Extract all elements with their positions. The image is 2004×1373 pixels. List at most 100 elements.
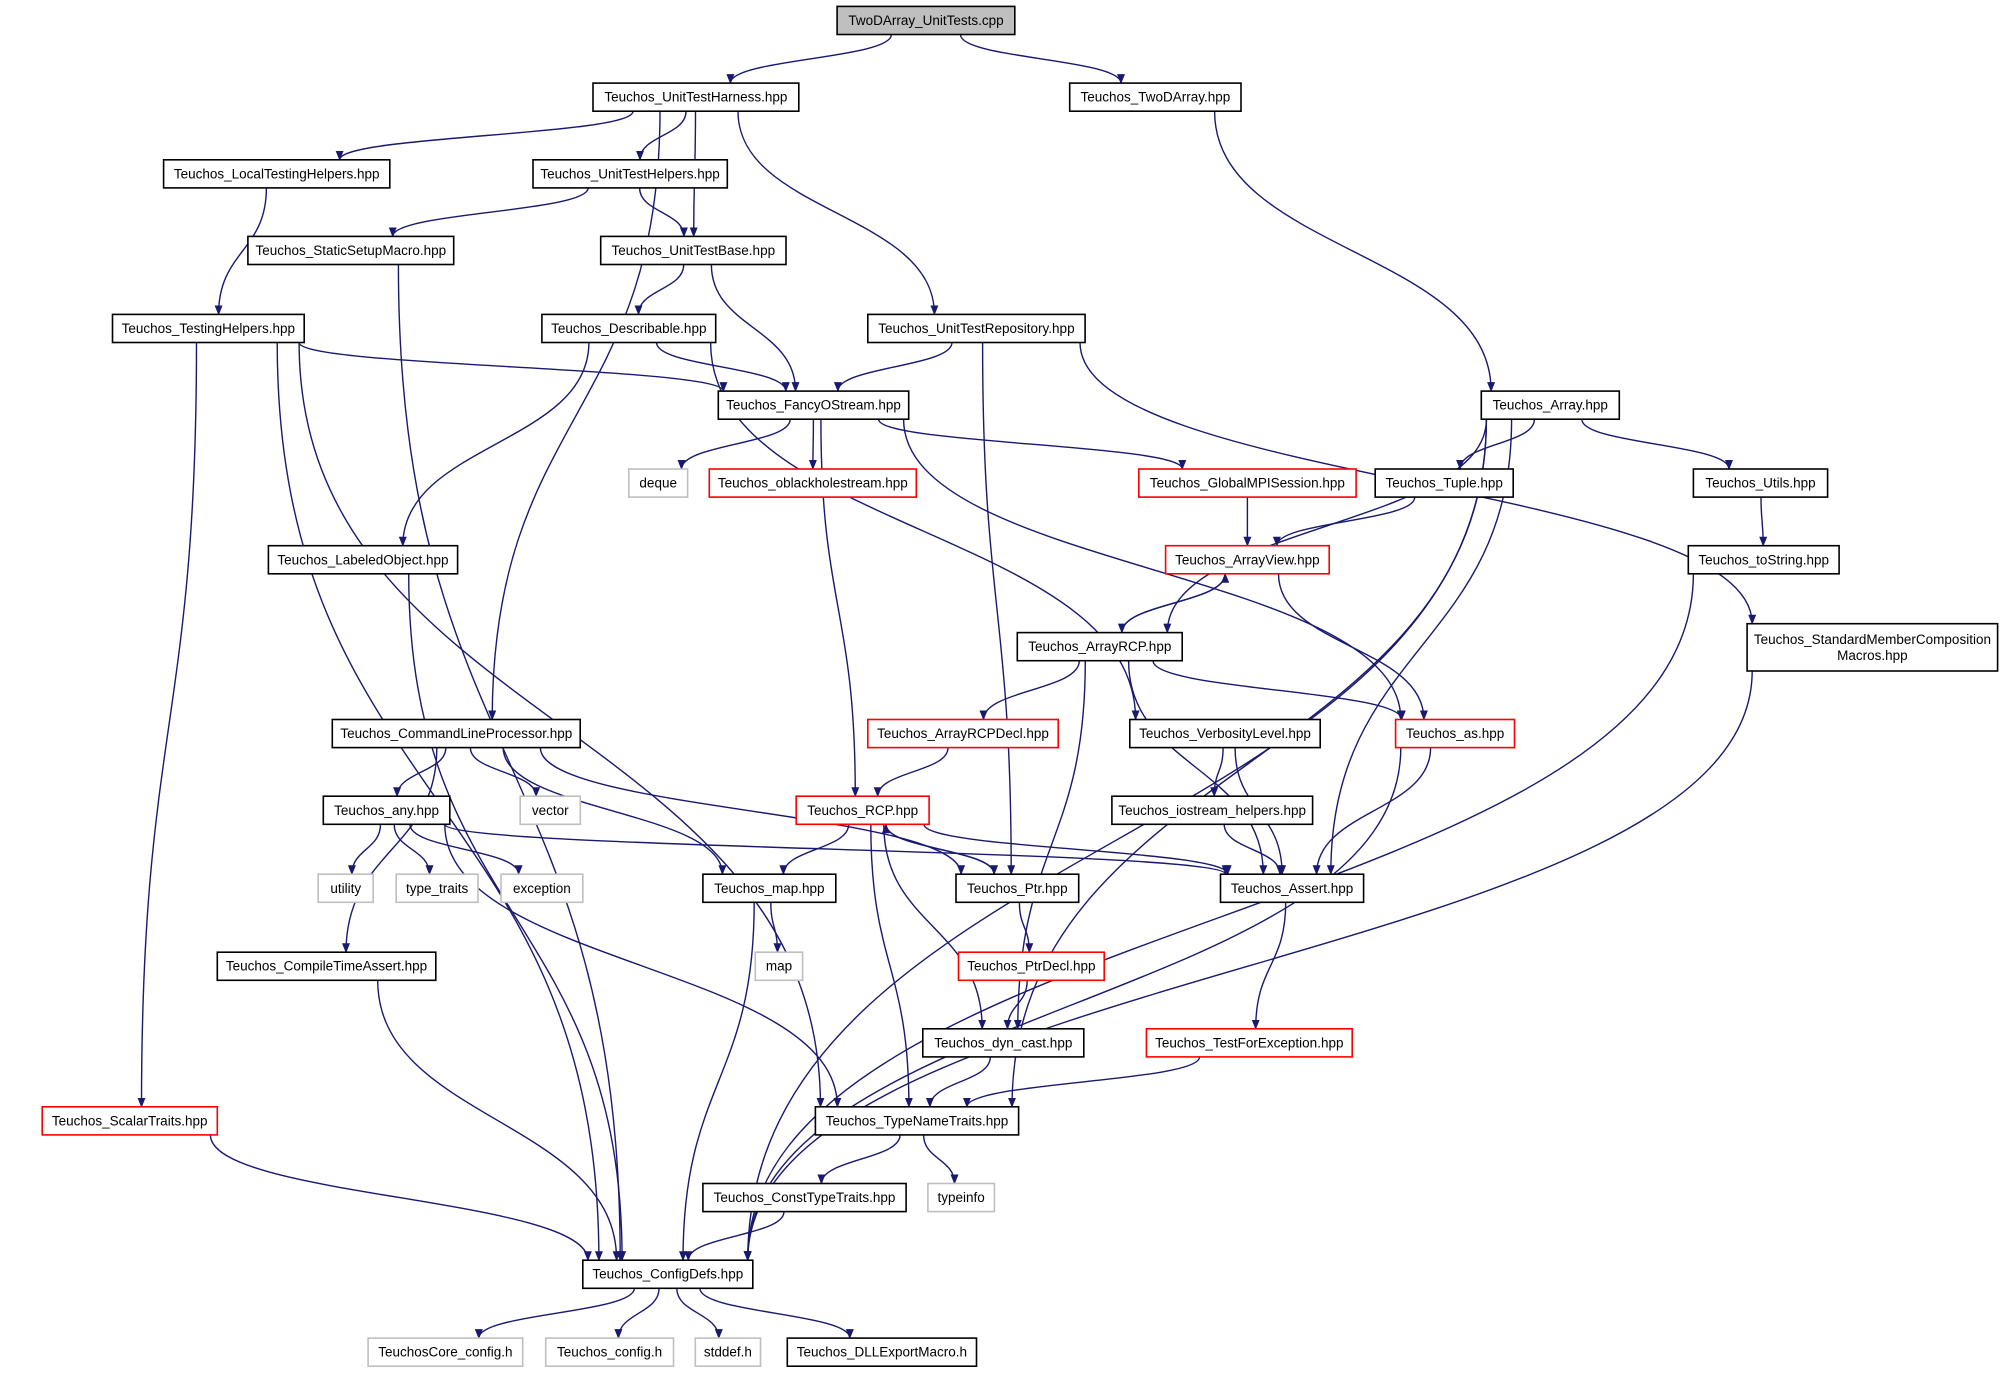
- node-verbosity[interactable]: Teuchos_VerbosityLevel.hpp: [1129, 718, 1322, 749]
- node-box: [866, 313, 1086, 344]
- node-box: [1164, 544, 1330, 575]
- node-twodarray[interactable]: Teuchos_TwoDArray.hpp: [1068, 82, 1242, 112]
- node-localtesting[interactable]: Teuchos_LocalTestingHelpers.hpp: [162, 159, 391, 189]
- node-box: [627, 468, 689, 498]
- node-as[interactable]: Teuchos_as.hpp: [1394, 718, 1516, 749]
- edge-consttype-to-configdefs: [684, 1211, 785, 1262]
- edge-ptr-to-rcp: [881, 823, 995, 875]
- node-describable[interactable]: Teuchos_Describable.hpp: [541, 313, 717, 344]
- node-arrayrcpdecl[interactable]: Teuchos_ArrayRCPDecl.hpp: [866, 718, 1059, 749]
- node-label: Teuchos_TwoDArray.hpp: [1080, 90, 1230, 105]
- node-ptr[interactable]: Teuchos_Ptr.hpp: [955, 873, 1080, 904]
- node-label: Teuchos_LabeledObject.hpp: [277, 552, 448, 567]
- edge-repository-to-ptr: [981, 342, 1016, 876]
- edge-repository-to-fancyostream: [833, 342, 953, 393]
- node-label: Teuchos_dyn_cast.hpp: [934, 1035, 1072, 1050]
- node-root[interactable]: TwoDArray_UnitTests.cpp: [836, 5, 1016, 36]
- node-stddef[interactable]: stddef.h: [694, 1337, 762, 1367]
- node-fancyostream[interactable]: Teuchos_FancyOStream.hpp: [717, 390, 910, 421]
- node-box: [1692, 468, 1829, 498]
- node-config[interactable]: Teuchos_config.h: [544, 1337, 675, 1367]
- node-box: [754, 951, 804, 982]
- edge-harness-to-repository: [737, 111, 939, 316]
- node-configdefs[interactable]: Teuchos_ConfigDefs.hpp: [581, 1259, 754, 1290]
- node-box: [599, 235, 787, 266]
- edge-scalartraits-to-configdefs: [209, 1134, 592, 1262]
- node-testinghelpers[interactable]: Teuchos_TestingHelpers.hpp: [111, 313, 305, 344]
- node-assert[interactable]: Teuchos_Assert.hpp: [1219, 873, 1365, 904]
- node-label: Teuchos_VerbosityLevel.hpp: [1139, 726, 1311, 741]
- node-ptrdecl[interactable]: Teuchos_PtrDecl.hpp: [957, 951, 1105, 982]
- node-stdmember[interactable]: Teuchos_StandardMemberCompositionMacros.…: [1746, 622, 1999, 672]
- node-box: [1068, 82, 1242, 112]
- node-label: Teuchos_ArrayRCPDecl.hpp: [877, 726, 1049, 741]
- node-box: [500, 873, 584, 904]
- node-utility[interactable]: utility: [317, 873, 375, 904]
- node-arrayview[interactable]: Teuchos_ArrayView.hpp: [1164, 544, 1330, 575]
- node-iostreamhelpers[interactable]: Teuchos_iostream_helpers.hpp: [1111, 795, 1314, 826]
- node-labeledobject[interactable]: Teuchos_LabeledObject.hpp: [267, 544, 459, 575]
- node-oblackhole[interactable]: Teuchos_oblackholestream.hpp: [708, 468, 918, 498]
- edge-compiletime-to-configdefs: [377, 980, 621, 1262]
- node-map_hpp[interactable]: Teuchos_map.hpp: [702, 873, 837, 904]
- edge-array-to-configdefs: [743, 419, 1488, 1262]
- node-dllexport[interactable]: Teuchos_DLLExportMacro.h: [786, 1337, 978, 1367]
- node-label: Teuchos_TestingHelpers.hpp: [122, 321, 295, 336]
- node-typeinfo[interactable]: typeinfo: [927, 1182, 996, 1213]
- node-cmdline[interactable]: Teuchos_CommandLineProcessor.hpp: [331, 718, 581, 749]
- node-tostring[interactable]: Teuchos_toString.hpp: [1687, 544, 1840, 575]
- node-scalartraits[interactable]: Teuchos_ScalarTraits.hpp: [41, 1106, 219, 1136]
- edge-arrayrcp-to-as: [1152, 660, 1406, 721]
- node-label: Teuchos_PtrDecl.hpp: [967, 959, 1095, 974]
- node-deque[interactable]: deque: [627, 468, 689, 498]
- node-map[interactable]: map: [754, 951, 804, 982]
- node-unittesthelpers[interactable]: Teuchos_UnitTestHelpers.hpp: [532, 159, 729, 189]
- node-box: [541, 313, 717, 344]
- node-vector[interactable]: vector: [519, 795, 582, 826]
- node-box: [1746, 622, 1999, 672]
- edge-staticsetup-to-configdefs: [397, 264, 625, 1262]
- node-unittestbase[interactable]: Teuchos_UnitTestBase.hpp: [599, 235, 787, 266]
- node-box: [717, 390, 910, 421]
- node-label: Teuchos_oblackholestream.hpp: [718, 476, 908, 491]
- node-box: [1480, 390, 1621, 421]
- node-repository[interactable]: Teuchos_UnitTestRepository.hpp: [866, 313, 1086, 344]
- edge-fancyostream-to-globalmpi: [877, 418, 1187, 470]
- node-arrayrcp[interactable]: Teuchos_ArrayRCP.hpp: [1016, 631, 1183, 662]
- edge-arrayrcp-to-assert: [1127, 660, 1268, 876]
- node-utils[interactable]: Teuchos_Utils.hpp: [1692, 468, 1829, 498]
- edge-verbosity-to-iostreamhelpers: [1210, 747, 1224, 798]
- node-box: [702, 873, 837, 904]
- node-label: Teuchos_FancyOStream.hpp: [726, 398, 901, 413]
- node-testforexc[interactable]: Teuchos_TestForException.hpp: [1145, 1028, 1354, 1058]
- edge-tostring-to-configdefs: [743, 573, 1695, 1262]
- node-compiletime[interactable]: Teuchos_CompileTimeAssert.hpp: [216, 951, 437, 982]
- node-dyncast[interactable]: Teuchos_dyn_cast.hpp: [921, 1028, 1085, 1058]
- edge-map_hpp-to-configdefs: [679, 902, 755, 1262]
- node-label: Teuchos_ArrayRCP.hpp: [1028, 639, 1171, 654]
- node-harness[interactable]: Teuchos_UnitTestHarness.hpp: [592, 82, 800, 112]
- node-exception[interactable]: exception: [500, 873, 584, 904]
- node-box: [519, 795, 582, 826]
- node-typetraits[interactable]: type_traits: [395, 873, 479, 904]
- node-globalmpi[interactable]: Teuchos_GlobalMPISession.hpp: [1138, 468, 1357, 498]
- node-tuple[interactable]: Teuchos_Tuple.hpp: [1374, 468, 1514, 498]
- node-staticsetup[interactable]: Teuchos_StaticSetupMacro.hpp: [247, 235, 455, 266]
- node-any[interactable]: Teuchos_any.hpp: [322, 795, 451, 826]
- edge-arrayrcpdecl-to-rcp: [873, 747, 949, 798]
- node-label: Teuchos_StaticSetupMacro.hpp: [255, 243, 446, 258]
- node-rcp[interactable]: Teuchos_RCP.hpp: [795, 795, 930, 826]
- node-box: [694, 1337, 762, 1367]
- node-coreconfig[interactable]: TeuchosCore_config.h: [367, 1337, 524, 1367]
- node-label: map: [766, 959, 792, 974]
- node-array[interactable]: Teuchos_Array.hpp: [1480, 390, 1621, 421]
- edge-tuple-to-arrayview: [1272, 497, 1416, 547]
- node-consttype[interactable]: Teuchos_ConstTypeTraits.hpp: [702, 1182, 907, 1213]
- node-label: exception: [513, 881, 571, 896]
- node-label: Teuchos_map.hpp: [714, 881, 824, 896]
- node-box: [1145, 1028, 1354, 1058]
- node-label: TeuchosCore_config.h: [378, 1345, 512, 1360]
- node-typename[interactable]: Teuchos_TypeNameTraits.hpp: [814, 1106, 1020, 1136]
- edge-array-to-arrayrcp: [1163, 419, 1488, 634]
